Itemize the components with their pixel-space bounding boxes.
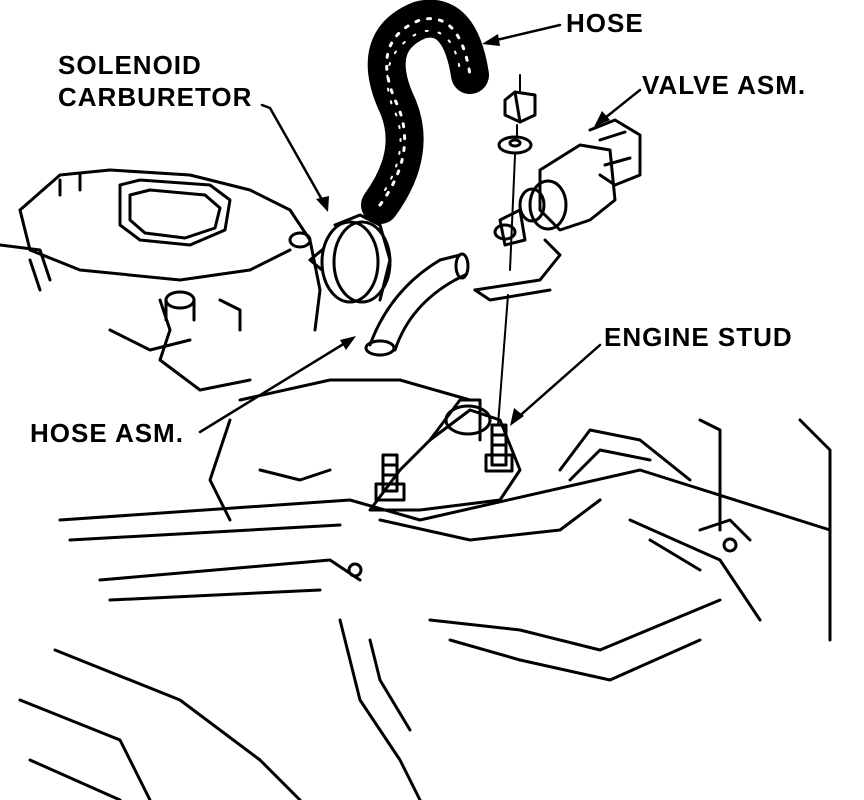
valve-assembly (473, 118, 642, 302)
carburetor (0, 168, 322, 392)
leader-lines (198, 23, 642, 434)
nut (503, 90, 537, 124)
engine-block (18, 378, 832, 800)
solenoid (308, 213, 392, 304)
leader-arrowheads (316, 34, 610, 426)
solenoid-label: SOLENOID (58, 50, 202, 80)
hose-assembly (364, 252, 470, 357)
hose-asm-label: HOSE ASM. (30, 418, 184, 448)
assembly-centerline (497, 74, 521, 426)
washer (497, 135, 533, 155)
manifold-stud (374, 453, 406, 502)
engine-stud-label: ENGINE STUD (604, 322, 793, 352)
hose-label: HOSE (566, 8, 644, 38)
engine-stud (484, 423, 514, 473)
thermostat-housing (368, 398, 602, 542)
hose (361, 0, 489, 224)
carburetor-label: CARBURETOR (58, 82, 253, 112)
valve-asm-label: VALVE ASM. (642, 70, 807, 100)
